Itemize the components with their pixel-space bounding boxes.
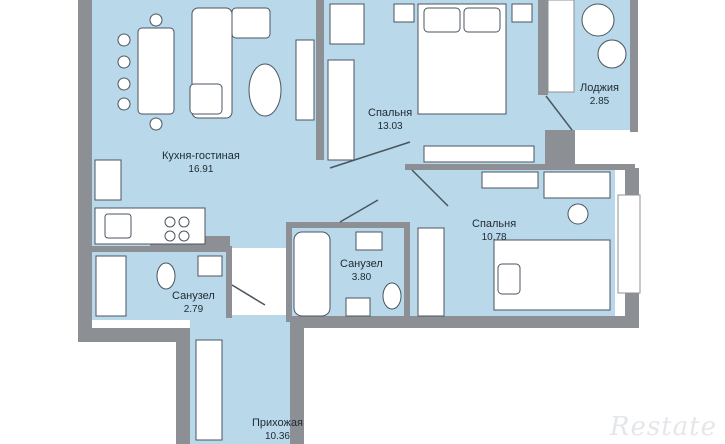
room-area: 2.85 (589, 96, 610, 107)
wall-bottom-right (290, 316, 635, 328)
loggia-chair (581, 3, 615, 37)
armchair (189, 83, 223, 115)
room-label-bath2: Санузел 2.79 (172, 290, 215, 316)
dining-chair (117, 55, 131, 69)
stove-burner (164, 216, 176, 228)
room-label-loggia: Лоджия 2.85 (580, 82, 619, 108)
dresser (423, 145, 535, 163)
bed-pillow (463, 7, 501, 33)
wall-closet (316, 0, 324, 160)
room-label-hall: Прихожая 10.36 (252, 417, 303, 443)
wall-column (545, 130, 575, 170)
room-name: Прихожая (252, 417, 303, 429)
bed-pillow (423, 7, 461, 33)
wall-hall-left (176, 328, 190, 444)
room-name: Санузел (172, 290, 215, 302)
wall-bath2-right (226, 246, 232, 318)
dining-chair (117, 33, 131, 47)
room-label-bedroom2: Спальня 10.78 (472, 218, 516, 244)
door-kitchen (329, 141, 411, 169)
room-name: Санузел (340, 258, 383, 270)
room-area: 3.80 (351, 272, 372, 283)
dining-table (137, 27, 175, 115)
toilet-bath1 (382, 282, 402, 310)
toilet-bath2 (156, 262, 176, 290)
wall-bottom-left (78, 328, 190, 342)
bookshelf (481, 171, 539, 189)
room-area: 16.91 (188, 164, 214, 175)
desk-bedroom1 (329, 3, 365, 45)
room-area: 2.79 (183, 304, 204, 315)
desk-chair (567, 203, 589, 225)
wall-bath-right (404, 222, 410, 322)
wall-loggia-right (630, 0, 638, 132)
sink-bath1 (345, 297, 371, 317)
wall-bedroom-divider (538, 0, 548, 95)
room-name: Спальня (472, 218, 517, 230)
desk-bedroom2 (543, 171, 611, 199)
single-bed (493, 239, 611, 311)
wall-left (78, 0, 92, 340)
wall-hall-right (290, 316, 304, 444)
coffee-table (248, 63, 282, 117)
watermark-logo: Restate (609, 412, 717, 442)
room-name: Лоджия (580, 82, 619, 94)
room-area: 10.78 (481, 232, 507, 243)
room-label-bedroom1: Спальня 13.03 (368, 107, 412, 133)
room-name: Спальня (368, 107, 413, 119)
stove-burner (178, 230, 190, 242)
sink-bath2 (197, 255, 223, 277)
dining-chair (117, 77, 131, 91)
room-label-kitchen: Кухня-гостиная 16.91 (162, 150, 240, 176)
window-loggia (547, 0, 575, 93)
dining-chair (149, 117, 163, 131)
fridge (94, 159, 122, 201)
door-bath1 (339, 199, 379, 223)
wardrobe-bedroom2 (417, 227, 445, 317)
windows (547, 0, 641, 294)
door-bath2 (231, 284, 266, 306)
dining-chair (149, 13, 163, 27)
tv-unit (295, 39, 315, 121)
room-label-bath1: Санузел 3.80 (340, 258, 383, 284)
wall-bedroom2-top (405, 164, 635, 170)
room-area: 13.03 (377, 121, 403, 132)
shower (95, 255, 127, 317)
sofa-back (231, 7, 271, 39)
washing-machine (355, 231, 383, 251)
nightstand (393, 3, 415, 23)
stove-burner (164, 230, 176, 242)
door-bedroom2 (411, 169, 449, 207)
bathtub (293, 231, 331, 317)
sink (104, 213, 132, 239)
bed-pillow (497, 263, 521, 295)
wall-bath2-top (90, 246, 230, 252)
doors (231, 95, 573, 306)
furniture (94, 3, 627, 441)
nightstand (511, 3, 533, 23)
door-loggia (545, 95, 573, 131)
dining-chair (117, 97, 131, 111)
wardrobe (327, 59, 355, 161)
window-bedroom2 (617, 194, 641, 294)
stove-burner (178, 216, 190, 228)
room-area: 10.36 (264, 431, 290, 442)
wall-bath-top (286, 222, 408, 228)
walls (78, 0, 639, 444)
room-name: Кухня-гостиная (162, 150, 240, 162)
wall-bath-left (286, 222, 292, 322)
loggia-table (597, 39, 627, 69)
hall-wardrobe (195, 339, 223, 441)
